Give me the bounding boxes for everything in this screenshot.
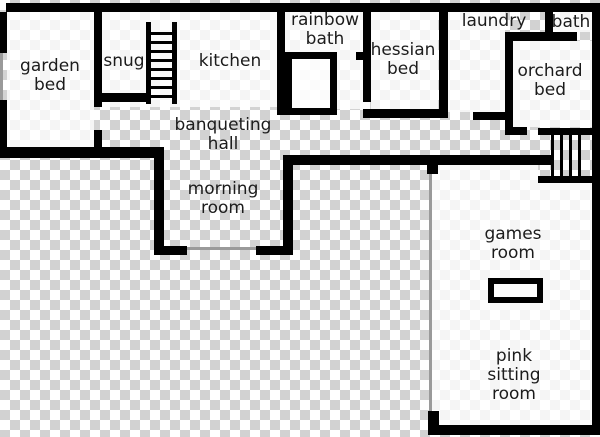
room-label-orchard-bed: orchard bed: [517, 61, 583, 100]
morning-room-south-wall-right: [256, 246, 293, 255]
room-label-hessian-bed: hessian bed: [370, 40, 436, 79]
room-label-garden-bed: garden bed: [20, 56, 80, 95]
room-label-laundry: laundry: [461, 11, 527, 31]
top-wall: [6, 3, 600, 12]
left-wall-upper: [0, 12, 7, 53]
room-label-bath: bath: [551, 12, 591, 32]
room-label-kitchen: kitchen: [198, 51, 262, 71]
rainbow-hessian-divider: [363, 10, 371, 102]
snug-kitchen-floor: [102, 12, 277, 107]
morning-room-door: [187, 247, 256, 250]
garden-bed-floor: [7, 12, 94, 147]
ladder-rung-4: [146, 59, 177, 62]
ladder-right-rail: [172, 22, 177, 104]
room-label-pink-sitting-room: pink sitting room: [487, 346, 541, 404]
orchard-bed-floor: [513, 41, 592, 127]
ladder-rung-3: [146, 50, 177, 53]
bath-floor: [553, 12, 592, 32]
laundry-floor: [447, 12, 505, 112]
room-label-games-room: games room: [484, 224, 542, 263]
room-label-rainbow-bath: rainbow bath: [291, 10, 359, 49]
garden-snug-divider: [94, 3, 102, 107]
ladder-rung-5: [146, 68, 177, 71]
bath-orchard-south-wall: [505, 32, 577, 41]
stairs-bottom-rail: [538, 176, 595, 183]
morning-room-south-wall-left: [154, 246, 187, 255]
orchard-west-wall: [505, 32, 513, 135]
orchard-wall-foot: [505, 127, 527, 135]
games-room-corner-post: [428, 411, 439, 435]
hessian-east-wall: [439, 3, 448, 118]
hessian-bed-floor: [371, 12, 438, 109]
main-cross-wall: [283, 155, 554, 165]
morning-room-east-wall: [283, 155, 293, 255]
room-label-banqueting-hall: banqueting hall: [174, 115, 272, 154]
room-label-morning-room: morning room: [187, 179, 259, 218]
shower-cubicle: [285, 52, 337, 115]
fireplace-box: [488, 278, 543, 303]
kitchen-bath-wall: [277, 10, 285, 115]
games-room-partition: [429, 174, 432, 413]
stairs-top-rail: [538, 128, 595, 135]
laundry-south-stub: [473, 112, 506, 120]
ladder-rung-7: [146, 86, 177, 89]
stairs-tread-2: [560, 128, 563, 183]
ladder-rung-2: [146, 41, 177, 44]
laundry-bath-divider: [545, 3, 553, 41]
morning-room-west-wall: [154, 152, 164, 255]
south-wall: [428, 425, 600, 435]
garden-door-stub: [94, 130, 102, 155]
games-room-wall-stub: [427, 162, 438, 174]
garden-bed-window: [0, 52, 3, 102]
west-wing-south-wall: [0, 147, 164, 158]
right-wall: [592, 3, 600, 435]
ladder-rung-8: [146, 95, 177, 98]
ladder-left-rail: [146, 22, 151, 104]
stairs-tread-4: [578, 128, 581, 183]
ladder-rung-6: [146, 77, 177, 80]
left-wall-lower: [0, 100, 7, 157]
stairs-tread-1: [551, 128, 554, 183]
bath-door-jamb: [356, 52, 365, 60]
games-room-floor-east: [538, 183, 592, 425]
room-label-snug: snug: [103, 51, 145, 71]
stairs-tread-3: [569, 128, 572, 183]
hessian-south-wall: [363, 109, 447, 118]
snug-south-wall: [94, 93, 148, 102]
ladder-rung-1: [146, 32, 177, 35]
